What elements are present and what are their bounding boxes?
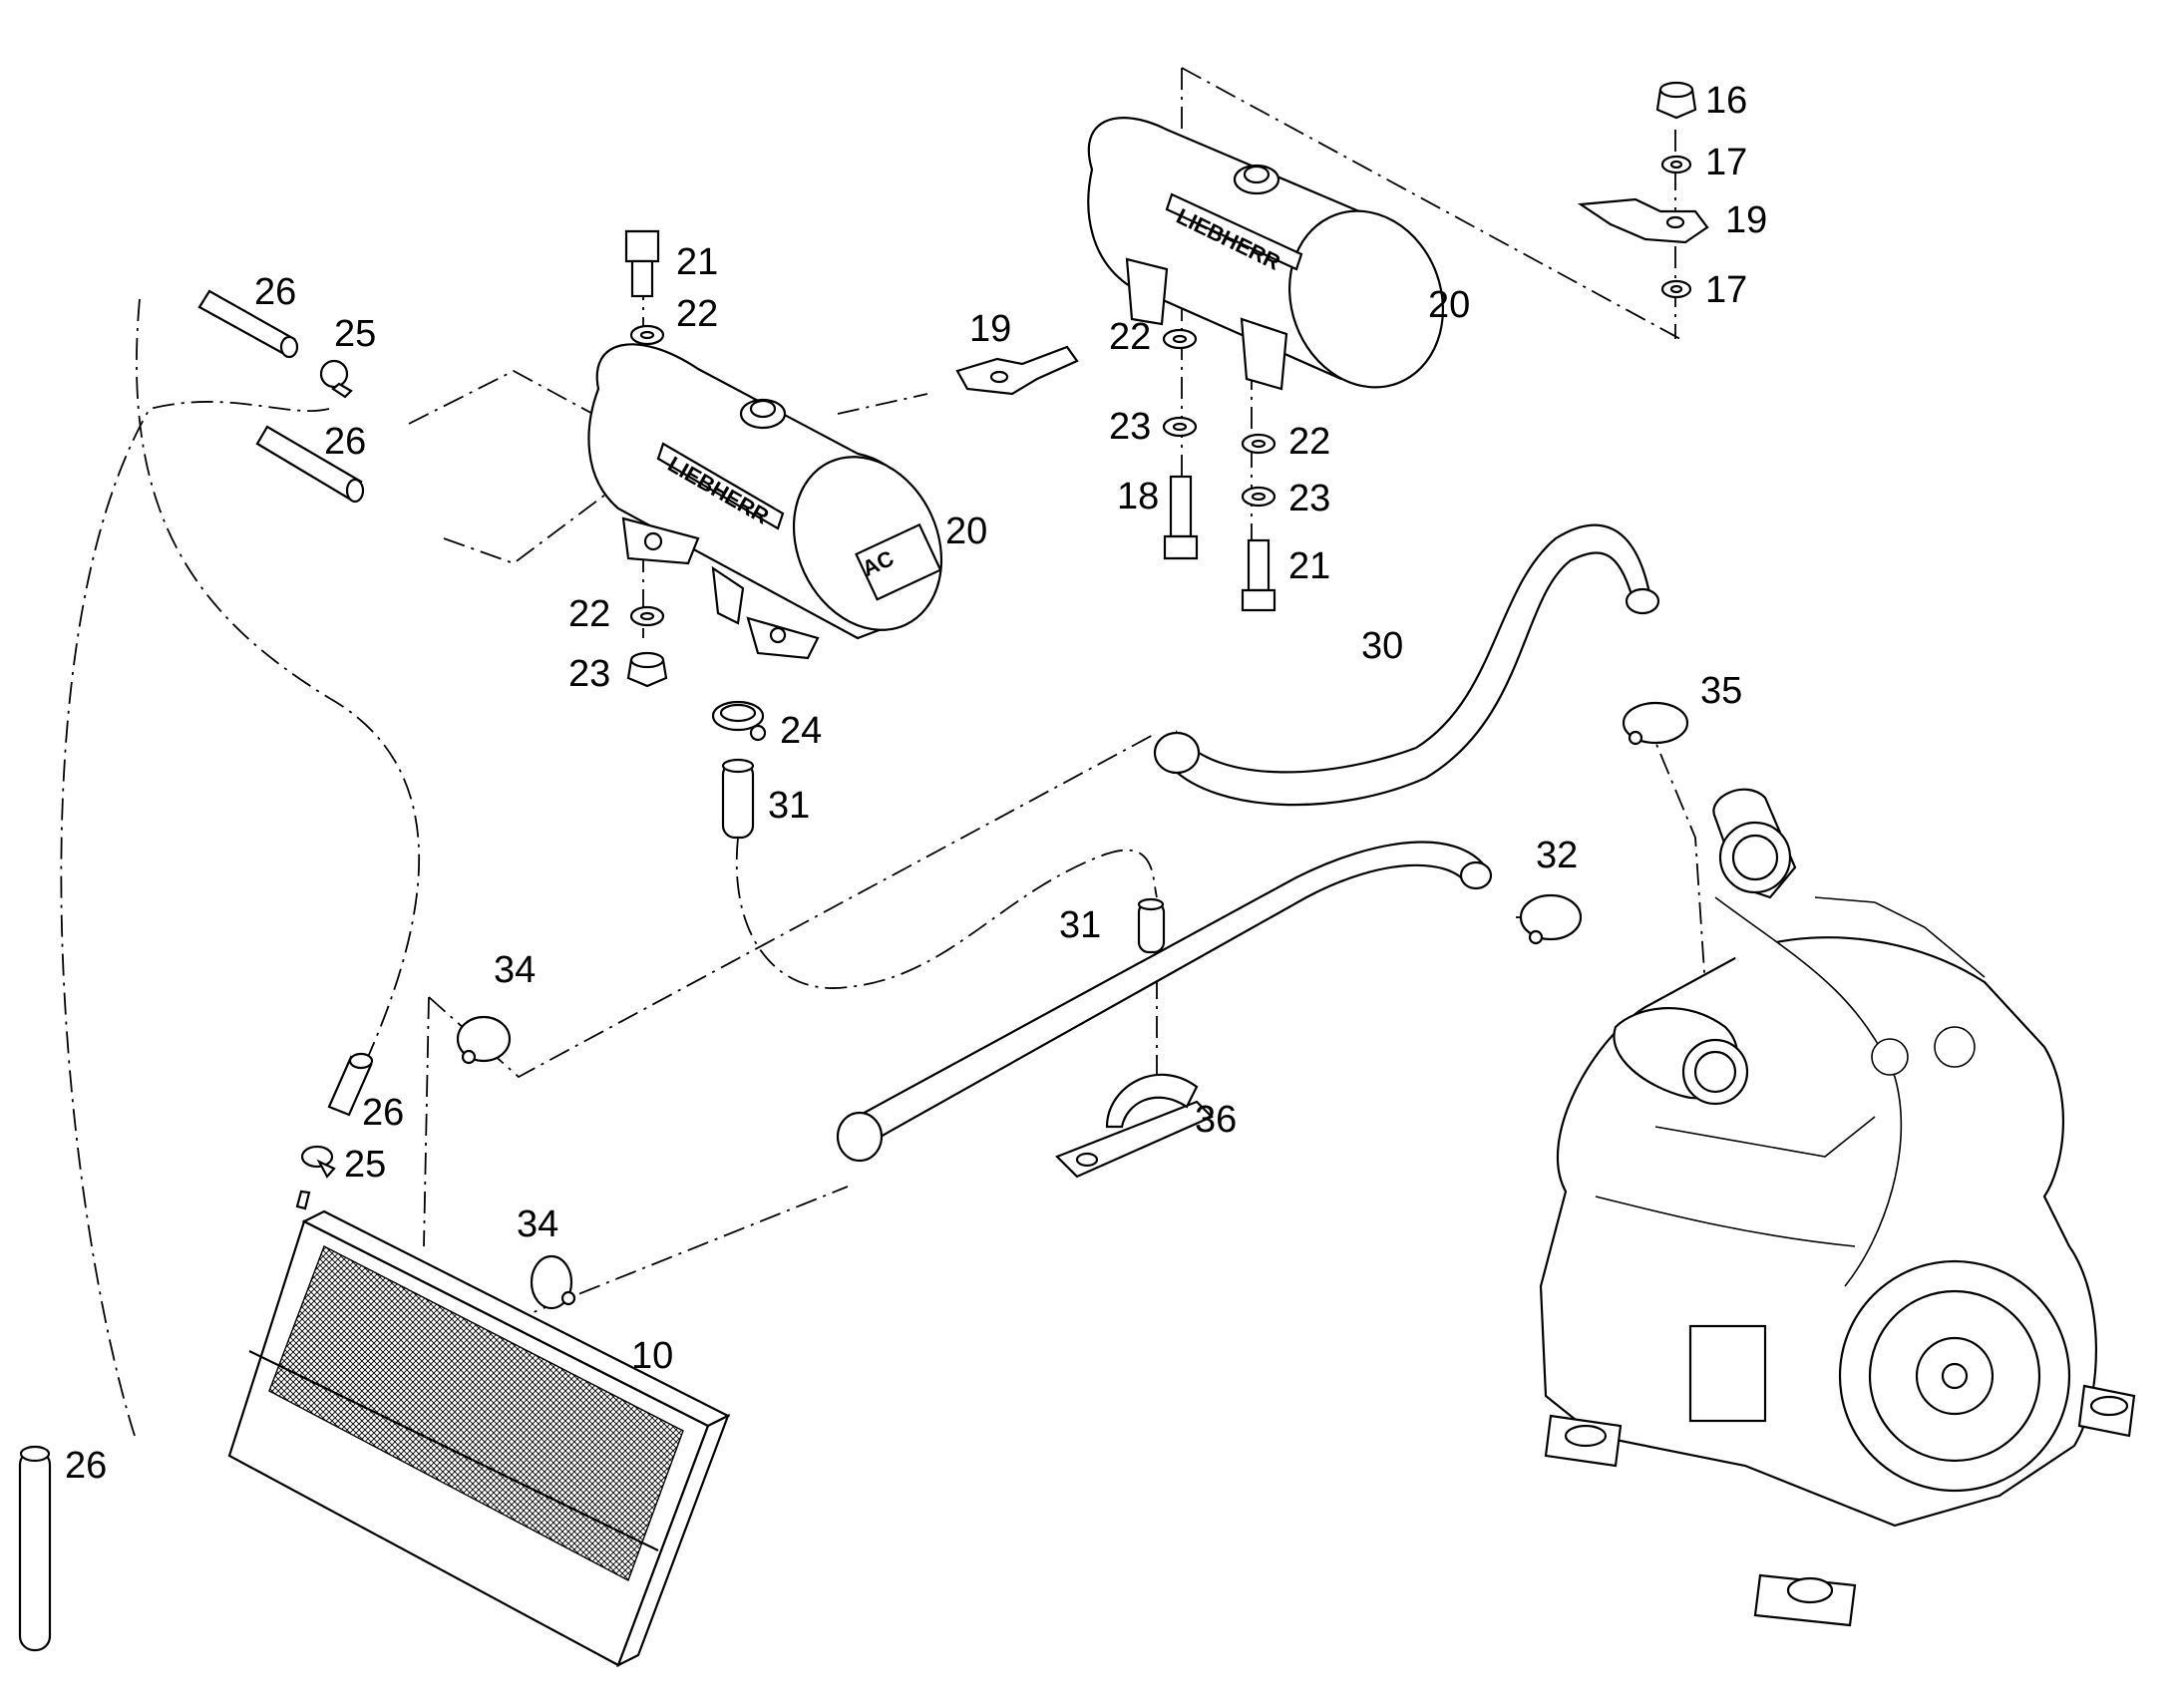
callout-22-left-bottom: 22 bbox=[568, 593, 610, 635]
callout-32: 32 bbox=[1536, 835, 1578, 876]
callout-25-top: 25 bbox=[334, 313, 376, 355]
callout-31-lower: 31 bbox=[1059, 904, 1101, 946]
callout-10: 10 bbox=[631, 1335, 673, 1377]
callout-36: 36 bbox=[1195, 1099, 1237, 1141]
engine bbox=[1539, 788, 2136, 1627]
nut-23-left bbox=[626, 651, 668, 688]
nut-23-right-right bbox=[1241, 486, 1276, 508]
callout-17-bottom: 17 bbox=[1705, 269, 1747, 311]
callout-26-top: 26 bbox=[254, 271, 296, 313]
hose-30 bbox=[1153, 523, 1660, 807]
bolt-21-left bbox=[624, 229, 660, 298]
clamp-25-bottom bbox=[300, 1145, 336, 1179]
callout-35: 35 bbox=[1700, 670, 1742, 712]
hose-26-short bbox=[327, 1052, 374, 1117]
callout-25-bottom: 25 bbox=[344, 1144, 386, 1186]
bolt-18 bbox=[1163, 475, 1199, 560]
nut-16 bbox=[1655, 81, 1697, 120]
hose-26-long bbox=[18, 1445, 52, 1652]
bracket-36 bbox=[1055, 1073, 1214, 1179]
washer-22-left-bottom bbox=[629, 605, 665, 627]
clamp-34-bottom bbox=[530, 1254, 576, 1310]
radiator-10 bbox=[227, 1190, 731, 1668]
clamp-35 bbox=[1622, 701, 1689, 746]
callout-19-right: 19 bbox=[1725, 199, 1767, 241]
bracket-19-top-right bbox=[1577, 197, 1709, 244]
callout-26-long: 26 bbox=[65, 1445, 107, 1487]
callout-26-short: 26 bbox=[362, 1092, 404, 1134]
hose-31-upper bbox=[721, 758, 755, 840]
callout-24: 24 bbox=[780, 710, 822, 752]
washer-17-top bbox=[1660, 155, 1692, 174]
expansion-tank-right: LIEBHERR bbox=[1087, 117, 1445, 391]
hose-26-top bbox=[197, 289, 299, 359]
hose-26-middle bbox=[255, 425, 365, 504]
clamp-24 bbox=[711, 700, 767, 742]
clamp-32 bbox=[1519, 893, 1583, 945]
callout-34-bottom: 34 bbox=[517, 1203, 558, 1245]
callout-20-left: 20 bbox=[945, 511, 987, 552]
callout-22-left-top: 22 bbox=[676, 293, 718, 335]
expansion-tank-left: AC LIEBHERR bbox=[587, 343, 943, 660]
callout-34-top: 34 bbox=[494, 949, 536, 991]
callout-21-left: 21 bbox=[676, 241, 718, 283]
callout-26-middle: 26 bbox=[324, 421, 366, 463]
nut-23-right-left bbox=[1162, 416, 1198, 438]
hose-31-lower bbox=[1137, 897, 1166, 954]
callout-18: 18 bbox=[1117, 476, 1159, 517]
washer-17-bottom bbox=[1660, 279, 1692, 299]
callout-16: 16 bbox=[1705, 80, 1747, 122]
washer-22-right-right bbox=[1241, 433, 1276, 455]
callout-23-right-right: 23 bbox=[1288, 478, 1330, 519]
pipe-31-long bbox=[836, 841, 1493, 1163]
callout-20-right: 20 bbox=[1428, 284, 1470, 326]
clamp-25-top bbox=[319, 359, 353, 399]
callout-labels: 26 25 26 21 22 19 20 22 23 24 31 16 17 1… bbox=[65, 80, 1767, 1487]
washer-22-left-top bbox=[629, 324, 665, 346]
washer-22-right-left bbox=[1162, 328, 1198, 350]
callout-22-right-right: 22 bbox=[1288, 421, 1330, 463]
callout-19-left: 19 bbox=[969, 308, 1011, 350]
callout-22-right-left: 22 bbox=[1109, 316, 1151, 358]
callout-23-left: 23 bbox=[568, 653, 610, 695]
callout-30: 30 bbox=[1361, 625, 1403, 667]
clamp-34-top bbox=[456, 1015, 512, 1065]
bolt-21-right bbox=[1241, 538, 1276, 612]
callout-21-right: 21 bbox=[1288, 545, 1330, 587]
callout-17-top: 17 bbox=[1705, 142, 1747, 183]
callout-23-right-left: 23 bbox=[1109, 406, 1151, 448]
bracket-19-left bbox=[955, 345, 1079, 396]
callout-31-upper: 31 bbox=[768, 785, 810, 827]
